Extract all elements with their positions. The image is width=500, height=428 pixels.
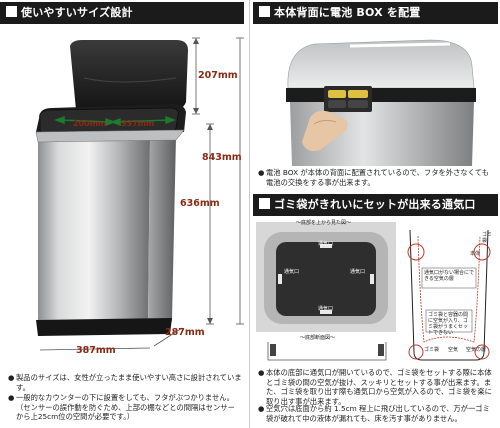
vent-header-text: ゴミ袋がきれいにセットが出来る通気口 [274, 198, 476, 211]
body-label: 本体 [470, 251, 481, 257]
cross-section-caption: 〜底部断面図〜 [300, 335, 336, 341]
dim-opening-d: 200mm [73, 119, 107, 128]
dim-body-height: 636mm [180, 198, 220, 209]
dim-depth: 287mm [165, 327, 205, 338]
bottom-top-view-photo [256, 222, 396, 332]
battery-bullet: ●電池 BOX が本体の背面に配置されているので、フタを外さなくても電池の交換を… [258, 168, 490, 187]
battery-box-photo [254, 26, 498, 166]
vent-label-3: 通気口 [350, 269, 366, 275]
header-square-icon [259, 6, 270, 17]
vertical-divider [249, 0, 250, 428]
header-square-icon [6, 6, 17, 17]
left-bullet-1: ●製品のサイズは、女性が立ったまま使いやすい高さに設計されています。 [8, 373, 242, 392]
bag-label: ゴミ袋 [424, 347, 440, 353]
left-bullet-2: ●一般的なカウンターの下に設置をしても、フタがぶつかりません。（センサーの誤作動… [8, 393, 235, 422]
dim-lid-height: 207mm [198, 70, 238, 81]
vent-section-header: ゴミ袋がきれいにセットが出来る通気口 [253, 194, 498, 216]
vent-label-2: 通気口 [284, 269, 300, 275]
air-label: 空気 [448, 347, 459, 353]
bag-air-diagram [400, 222, 498, 366]
air-layer-label: 通気口がない場合にできる空気の層 [424, 270, 475, 282]
bag-caption: ゴミ袋と容器の間に空気が入り、ゴミ袋がうまくセットできない [428, 312, 469, 336]
vent-label-1: 通気口 [318, 241, 334, 247]
body-side [148, 136, 176, 328]
vent-label-4: 通気口 [318, 306, 334, 312]
left-header-text: 使いやすいサイズ設計 [21, 6, 133, 19]
bottom-cross-section [267, 342, 387, 361]
dim-total-height: 843mm [202, 152, 242, 163]
body-front [38, 138, 150, 328]
left-section-header: 使いやすいサイズ設計 [0, 2, 244, 24]
vent-bullet-2: ●空気穴は底面から約 1.5cm 程上に飛び出しているので、万が一ゴミ袋が破れて… [258, 404, 490, 423]
top-view-caption: 〜底部を上から見た図〜 [296, 220, 352, 226]
air-layer-small-label: 空気の層 [466, 347, 487, 353]
dim-opening-w: 337mm [121, 119, 155, 128]
open-lid [70, 40, 188, 117]
side-bag-label: ゴミ袋 [482, 232, 493, 244]
vent-bullet-1: ●本体の底部に通気口が開いているので、ゴミ袋をセットする際に本体とゴミ袋の間の空… [258, 368, 492, 406]
battery-section-header: 本体背面に電池 BOX を配置 [253, 2, 498, 24]
trash-can-size-illustration [35, 37, 244, 351]
header-square-icon [259, 198, 270, 209]
dim-width-front: 387mm [76, 345, 116, 356]
battery-header-text: 本体背面に電池 BOX を配置 [274, 6, 421, 19]
